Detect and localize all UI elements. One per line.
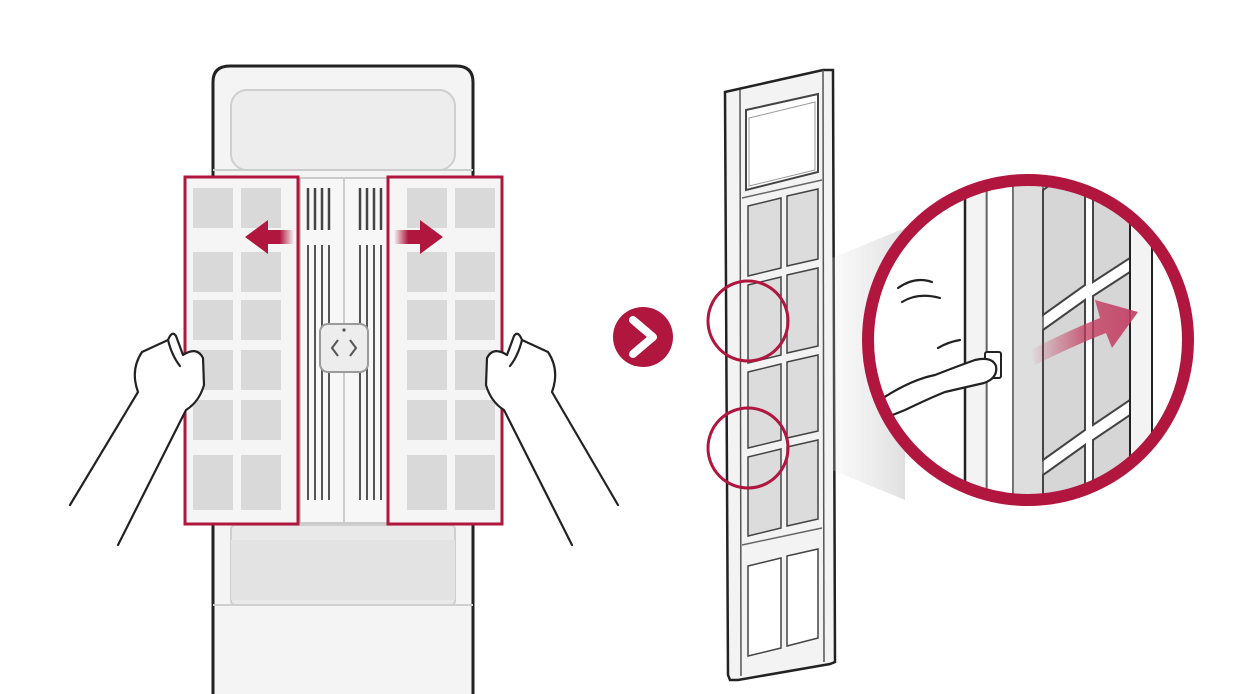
pull-arrow-icon [1030,300,1138,365]
arrow-right-icon [394,220,443,254]
arrow-left-icon [245,220,294,254]
center-grille [299,177,389,524]
latch-highlight-bottom [706,406,790,490]
right-hand-icon [484,332,620,547]
step-2-illustration [706,68,1194,682]
left-filter [183,175,300,526]
left-hand-icon [68,332,206,547]
right-filter [386,175,504,526]
step-1-illustration [68,64,620,694]
zoom-detail [862,174,1194,506]
finger-icon [878,278,998,422]
chevron-right-circle-icon [613,307,673,367]
unit-top-panel [230,89,456,171]
latch-highlight-top [706,279,790,363]
center-knob [319,323,369,373]
